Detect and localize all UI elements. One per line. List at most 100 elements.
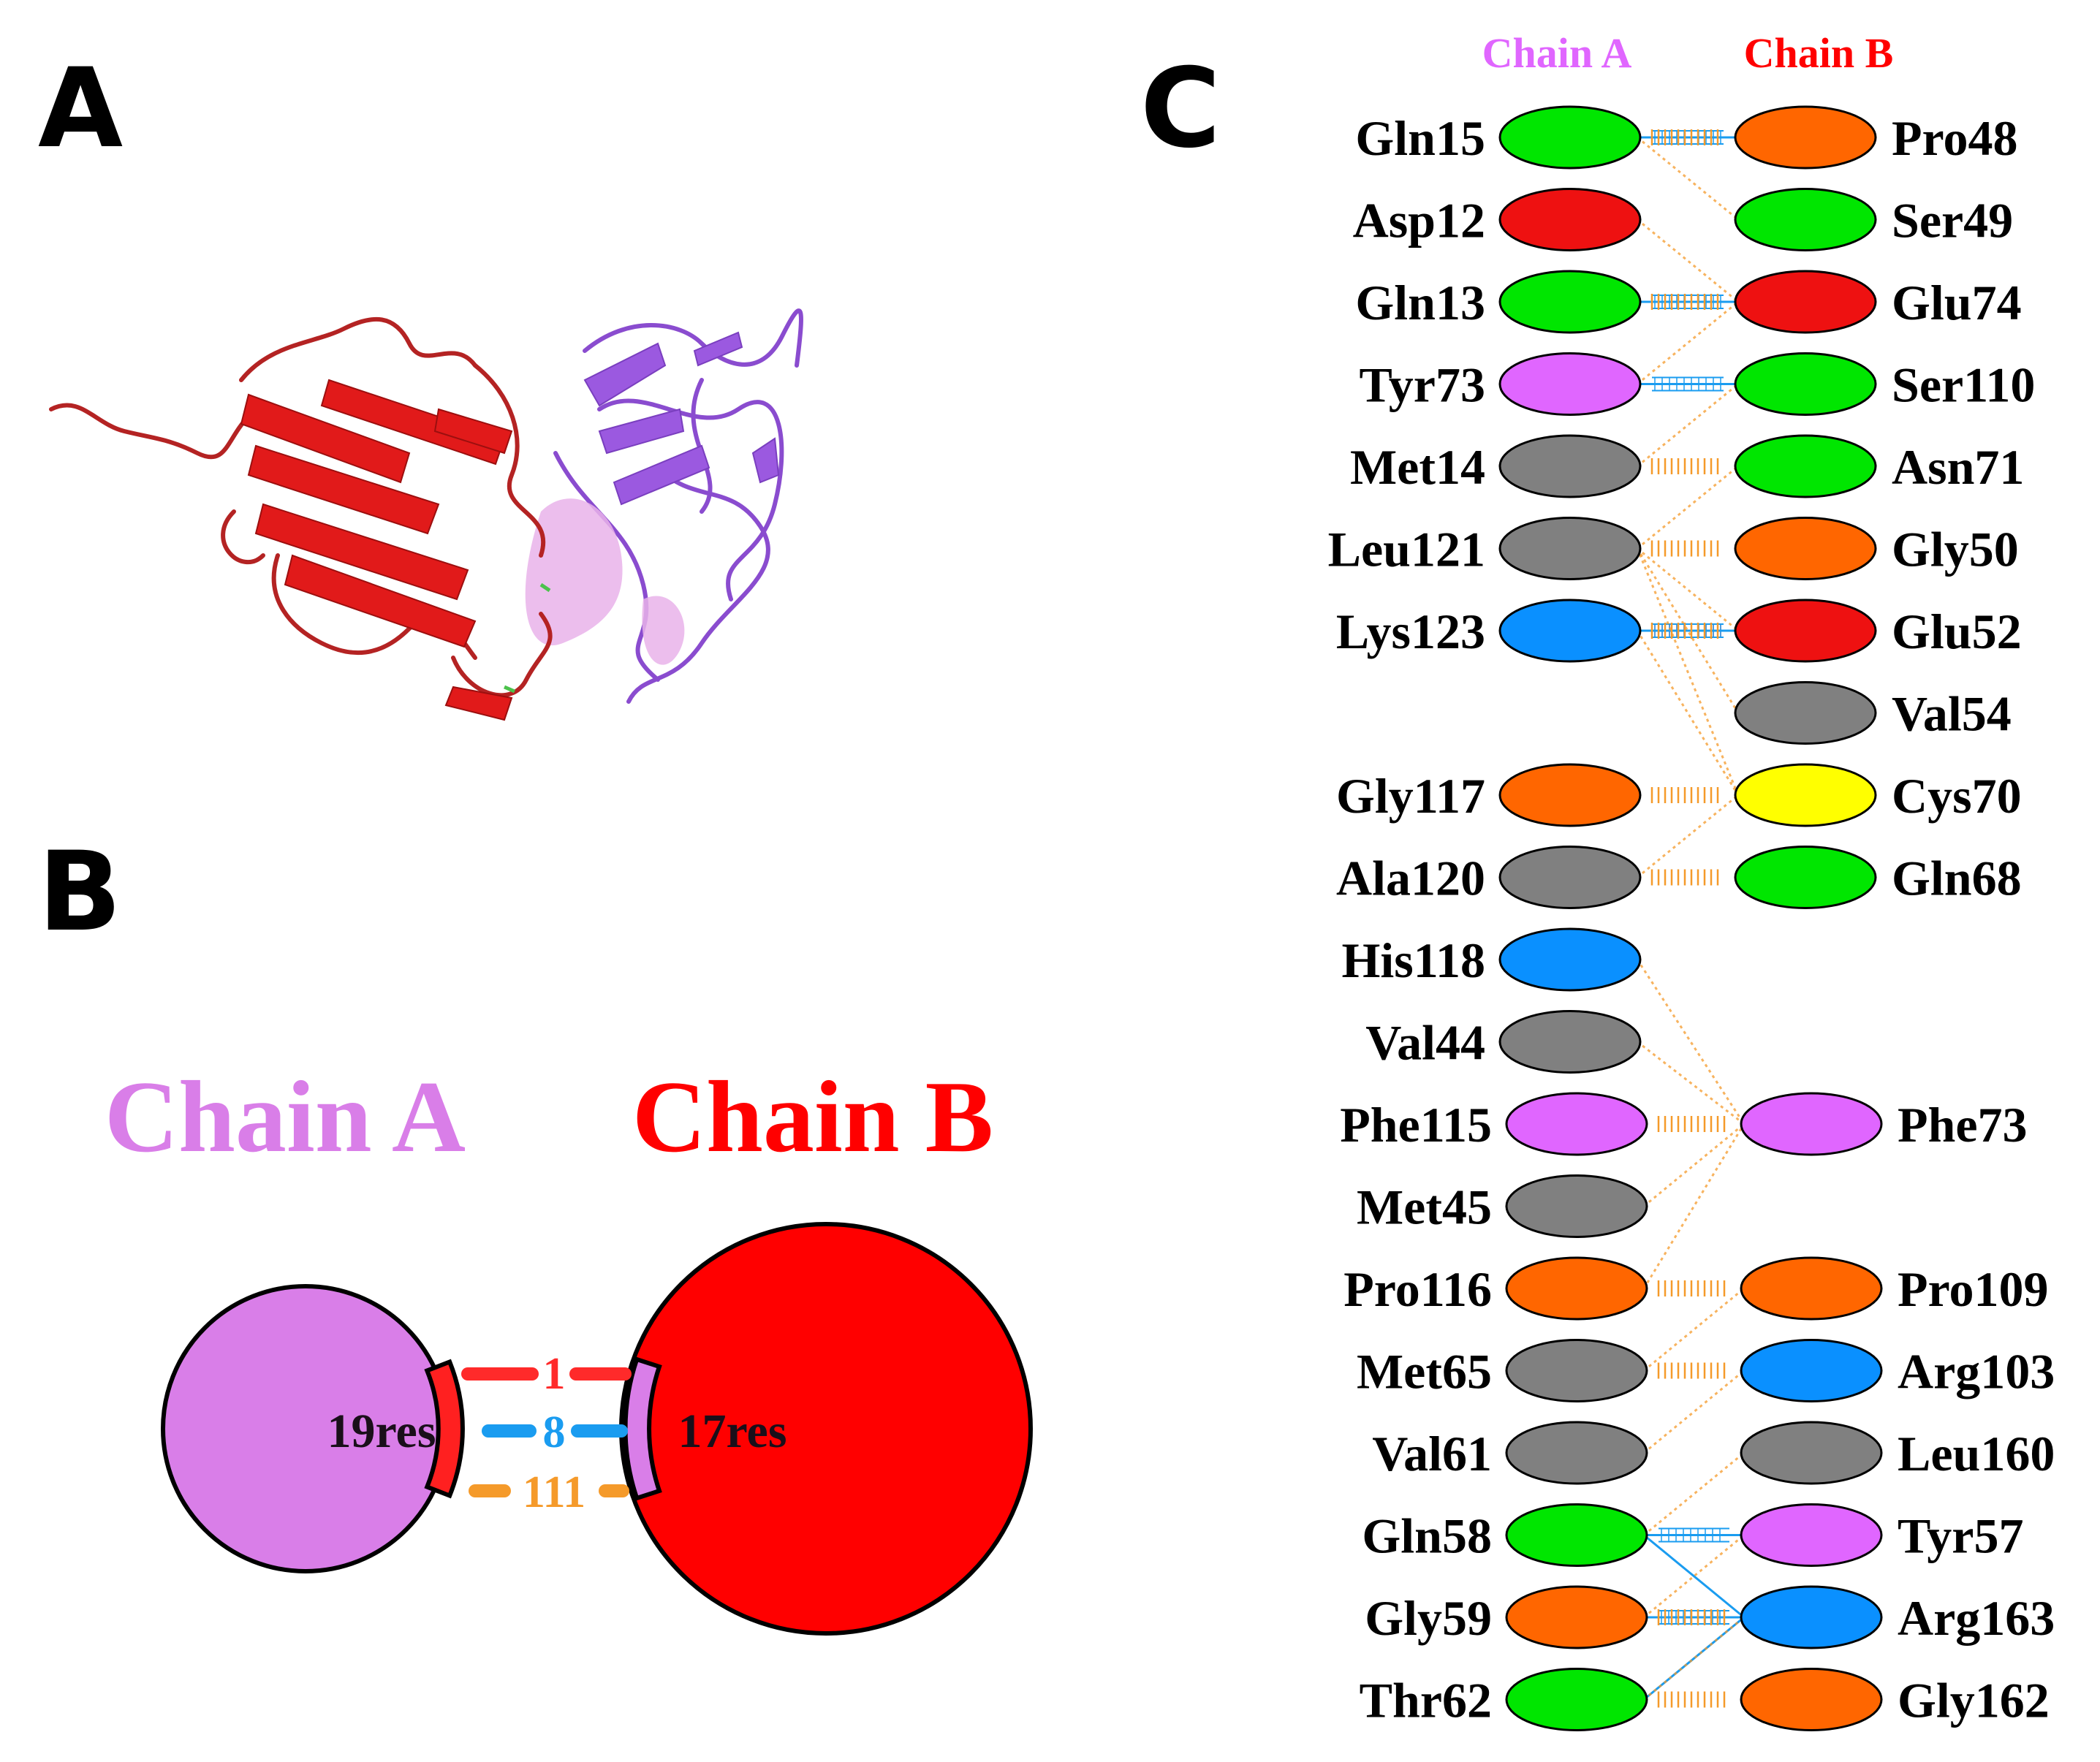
residue-label-pro109: Pro109 xyxy=(1898,1261,2049,1317)
residue-label-arg163: Arg163 xyxy=(1898,1590,2055,1646)
protein-ribbon-structure xyxy=(49,308,803,721)
residue-label-arg103: Arg103 xyxy=(1898,1344,2055,1400)
non-bonded-contact-line xyxy=(1657,1116,1726,1132)
non-bonded-contact-line xyxy=(1636,630,1740,796)
residue-label-gly50: Gly50 xyxy=(1892,522,2019,577)
residue-node-pro109 xyxy=(1740,1256,1883,1321)
chain-a-interface-arc xyxy=(424,1359,465,1499)
non-bonded-contact-line xyxy=(1642,1123,1745,1289)
non-bonded-contact-line xyxy=(1643,1123,1745,1207)
residue-node-ala120 xyxy=(1498,846,1642,909)
residue-label-gln58: Gln58 xyxy=(1362,1508,1492,1564)
residue-label-glu74: Glu74 xyxy=(1892,275,2022,330)
non-bonded-contact-line xyxy=(1637,794,1739,878)
residue-label-phe115: Phe115 xyxy=(1340,1097,1492,1152)
hydrogen-bond-line xyxy=(1644,1527,1744,1543)
residue-label-gly59: Gly59 xyxy=(1365,1590,1492,1646)
hydrogen-bond-line xyxy=(1637,376,1738,392)
non-bonded-contact-line xyxy=(1657,1691,1726,1708)
non-bonded-count: 111 xyxy=(523,1467,585,1517)
non-bonded-contact-line xyxy=(1637,383,1739,468)
residue-node-gly117 xyxy=(1498,763,1642,827)
residue-node-cys70 xyxy=(1734,763,1877,827)
non-bonded-contact-line xyxy=(1637,1041,1745,1125)
residue-label-pro116: Pro116 xyxy=(1343,1261,1492,1317)
panel-c-chain-b-header: Chain B xyxy=(1744,29,1894,77)
residue-node-gln15 xyxy=(1498,105,1642,170)
residue-node-leu121 xyxy=(1498,517,1642,580)
residue-node-val44 xyxy=(1498,1010,1642,1074)
residue-node-phe73 xyxy=(1740,1092,1883,1156)
residue-node-glu74 xyxy=(1734,270,1877,334)
residue-label-gly162: Gly162 xyxy=(1898,1673,2050,1728)
non-bonded-contact-line xyxy=(1637,300,1739,385)
residue-node-arg163 xyxy=(1740,1585,1883,1649)
non-bonded-contact-line xyxy=(1643,1534,1745,1619)
non-bonded-contact-line xyxy=(1643,1451,1745,1536)
non-bonded-contact-line xyxy=(1637,465,1739,550)
residue-label-gly117: Gly117 xyxy=(1336,768,1485,824)
non-bonded-contact-line xyxy=(1637,547,1739,632)
residue-label-asn71: Asn71 xyxy=(1892,439,2024,495)
residue-node-phe115 xyxy=(1505,1092,1648,1156)
residue-label-val61: Val61 xyxy=(1372,1426,1492,1481)
residue-node-ser49 xyxy=(1734,188,1877,251)
residue-label-val54: Val54 xyxy=(1892,686,2012,742)
residue-node-gln13 xyxy=(1498,270,1642,334)
residue-label-val44: Val44 xyxy=(1365,1015,1485,1071)
residue-node-gly50 xyxy=(1734,517,1877,580)
residue-label-ser49: Ser49 xyxy=(1892,193,2013,248)
residue-node-ser110 xyxy=(1734,352,1877,416)
residue-node-gln68 xyxy=(1734,846,1877,909)
residue-node-gly162 xyxy=(1740,1668,1883,1731)
non-bonded-link: 111 xyxy=(469,1467,629,1517)
hydrogen-bond-line xyxy=(1643,1616,1745,1701)
residue-label-cys70: Cys70 xyxy=(1892,768,2022,824)
residue-label-met45: Met45 xyxy=(1357,1180,1492,1235)
residue-node-arg103 xyxy=(1740,1339,1883,1402)
non-bonded-contact-line xyxy=(1643,1287,1745,1372)
residue-node-asn71 xyxy=(1734,434,1877,498)
residue-label-pro48: Pro48 xyxy=(1892,110,2018,166)
non-bonded-contact-line xyxy=(1657,1609,1726,1625)
residue-node-val61 xyxy=(1505,1421,1648,1485)
residue-node-glu52 xyxy=(1734,599,1877,663)
salt-bridge-link: 1 xyxy=(461,1349,632,1399)
residue-node-met45 xyxy=(1505,1174,1648,1238)
residue-node-tyr57 xyxy=(1740,1503,1883,1567)
panel-c-letter: C xyxy=(1140,45,1221,172)
residue-node-val54 xyxy=(1734,681,1877,745)
non-bonded-contact-line xyxy=(1650,129,1719,145)
residue-label-leu160: Leu160 xyxy=(1898,1426,2055,1481)
residue-node-asp12 xyxy=(1498,188,1642,251)
residue-label-gln68: Gln68 xyxy=(1892,851,2022,906)
non-bonded-contact-line xyxy=(1636,959,1745,1125)
panel-b-letter: B xyxy=(38,829,121,956)
salt-bridge-count: 1 xyxy=(543,1349,566,1399)
chain-b-title: Chain B xyxy=(632,1060,993,1174)
residue-node-gln58 xyxy=(1505,1503,1648,1567)
non-bonded-contact-line xyxy=(1650,623,1719,639)
residue-nodes: Gln15Asp12Gln13Tyr73Met14Leu121Lys123Gly… xyxy=(1328,105,2055,1731)
chain-a-title: Chain A xyxy=(105,1060,466,1174)
non-bonded-contact-line xyxy=(1650,458,1719,474)
non-bonded-contact-line xyxy=(1643,1370,1745,1454)
residue-node-met14 xyxy=(1498,434,1642,498)
residue-node-leu160 xyxy=(1740,1421,1883,1485)
non-bonded-contact-line xyxy=(1650,540,1719,557)
residue-label-tyr73: Tyr73 xyxy=(1360,357,1486,413)
panel-c-chain-a-header: Chain A xyxy=(1482,29,1632,77)
residue-label-met65: Met65 xyxy=(1357,1344,1492,1400)
chain-b-residue-count: 17res xyxy=(678,1405,786,1458)
residue-label-leu121: Leu121 xyxy=(1328,522,1485,577)
residue-label-his118: His118 xyxy=(1342,933,1486,988)
residue-node-met65 xyxy=(1505,1339,1648,1402)
residue-label-glu52: Glu52 xyxy=(1892,604,2022,659)
residue-label-lys123: Lys123 xyxy=(1336,604,1485,659)
residue-node-pro48 xyxy=(1734,105,1877,170)
residue-label-ser110: Ser110 xyxy=(1892,357,2035,413)
interaction-links xyxy=(1636,129,1745,1708)
non-bonded-contact-line xyxy=(1637,219,1739,303)
residue-label-met14: Met14 xyxy=(1350,439,1485,495)
